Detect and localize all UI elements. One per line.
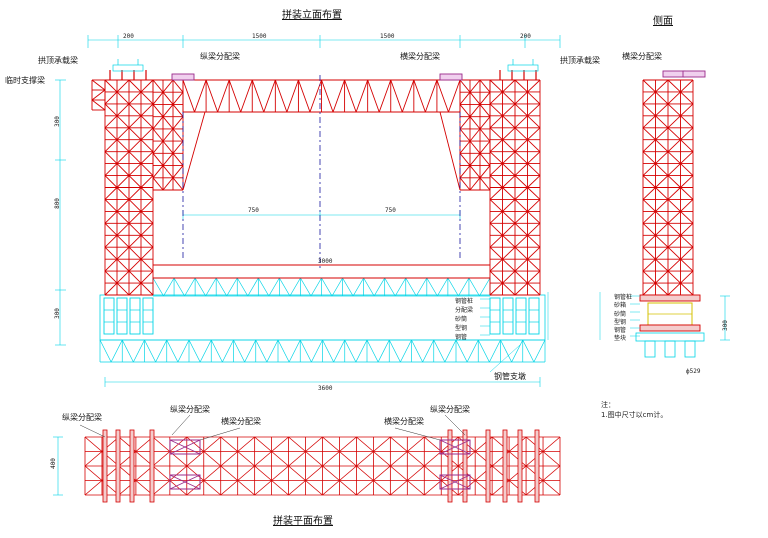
dim-top-1: 200 xyxy=(123,33,134,40)
side-view-frame xyxy=(630,79,705,358)
dim-inner-span: 3000 xyxy=(318,258,333,265)
plan-view-frame xyxy=(79,414,561,503)
plan-label-1: 纵梁分配梁 xyxy=(62,413,102,422)
note-line-1: 1.图中尺寸以cm计。 xyxy=(601,411,668,419)
dim-left-2: 800 xyxy=(53,198,61,209)
plan-title: 拼装平面布置 xyxy=(273,516,333,527)
dim-left-3: 300 xyxy=(53,308,61,319)
callout-5: 钢管 xyxy=(455,334,468,341)
dim-inner-2: 750 xyxy=(385,207,396,214)
plan-label-3: 横梁分配梁 xyxy=(221,417,261,426)
label-top-left-1: 拱顶承载梁 xyxy=(38,56,78,65)
side-callout-1: 钢管桩 xyxy=(614,294,633,301)
callout-3: 砂筒 xyxy=(455,316,468,323)
plan-label-4: 横梁分配梁 xyxy=(384,417,424,426)
side-callout-3: 砂筒 xyxy=(614,311,627,318)
side-callout-4: 型钢 xyxy=(614,319,627,326)
callout-4: 型钢 xyxy=(455,325,468,332)
side-callout-2: 砂箱 xyxy=(614,302,627,309)
label-top-left-2: 临时支撑梁 xyxy=(5,76,45,85)
label-top-right: 拱顶承载梁 xyxy=(560,56,600,65)
label-side-top: 横梁分配梁 xyxy=(622,52,662,61)
dim-left-1: 300 xyxy=(53,116,61,127)
lower-support-frame xyxy=(99,277,549,373)
plan-label-2: 纵梁分配梁 xyxy=(170,405,210,414)
dim-top-2: 1500 xyxy=(252,33,267,40)
dim-top-4: 200 xyxy=(520,33,531,40)
callout-1: 钢管桩 xyxy=(455,298,474,305)
callout-2: 分配梁 xyxy=(455,307,474,314)
dim-inner-1: 750 xyxy=(248,207,259,214)
label-top-mid-left: 纵梁分配梁 xyxy=(200,52,240,61)
note-heading: 注： xyxy=(601,401,615,409)
label-bottom-right: 钢管支墩 xyxy=(494,372,526,381)
dim-plan-h: 400 xyxy=(49,458,57,469)
pile-note: ф529 xyxy=(686,368,701,375)
dimension-lines xyxy=(53,35,730,496)
elevation-title: 拼装立面布置 xyxy=(282,10,342,21)
side-title: 侧面 xyxy=(653,16,673,27)
dim-total: 3600 xyxy=(318,385,333,392)
dim-top-3: 1500 xyxy=(380,33,395,40)
side-callout-5: 钢管 xyxy=(614,327,627,334)
label-top-mid-right: 横梁分配梁 xyxy=(400,52,440,61)
arch-frame-elevation xyxy=(91,70,541,296)
dim-side-h: 300 xyxy=(721,320,729,331)
side-callout-6: 垫块 xyxy=(614,335,627,342)
bearings-and-centerlines xyxy=(112,59,706,270)
plan-label-5: 纵梁分配梁 xyxy=(430,405,470,414)
